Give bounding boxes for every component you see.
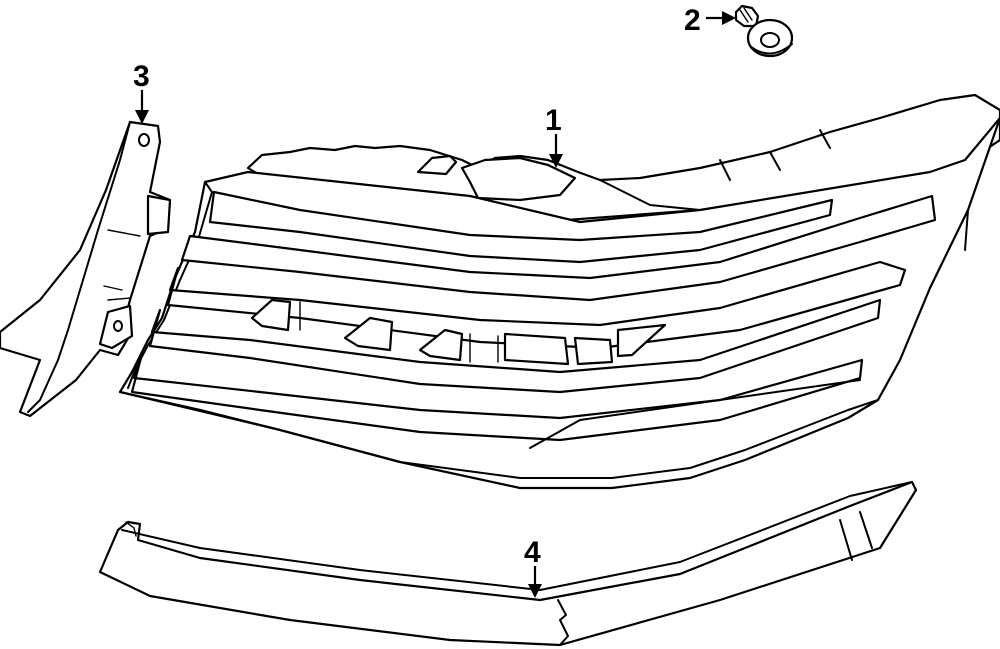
- light-strip-1: [208, 190, 834, 264]
- bracket-tab-upper: [146, 194, 172, 236]
- reflector-cavity-5: [573, 336, 614, 366]
- tail-lamp-assembly[interactable]: [118, 93, 1000, 490]
- callout-arrow-1: [549, 154, 563, 168]
- screw-thread: [739, 7, 753, 23]
- screw-head-underside: [749, 43, 793, 55]
- molding-body: [98, 480, 918, 647]
- callout-arrow-4: [528, 584, 542, 598]
- reflector-cavity-1: [250, 298, 292, 332]
- callout-label-4: 4: [524, 536, 541, 569]
- top-bracket-block: [460, 156, 577, 202]
- callout-2: 2: [684, 4, 736, 37]
- molding-end-clip: [125, 521, 137, 537]
- bracket[interactable]: [0, 120, 172, 418]
- light-strip-2: [180, 194, 937, 302]
- reflector-cavity-4: [503, 332, 570, 366]
- reflector-cavity-2: [343, 316, 394, 352]
- screw-head: [746, 18, 794, 58]
- cavity-divider-lines: [299, 301, 499, 363]
- lens-right-edge: [529, 209, 969, 449]
- light-strip-5: [130, 352, 864, 442]
- callout-label-2: 2: [684, 4, 701, 37]
- bracket-tab-lower: [98, 304, 134, 350]
- bracket-hole-bottom: [113, 320, 123, 332]
- molding-top-edge: [121, 481, 913, 591]
- molding-right-segment: [839, 511, 873, 561]
- light-strip-4: [148, 298, 882, 394]
- callout-arrow-2: [722, 11, 736, 25]
- screw-shank: [734, 4, 760, 28]
- bracket-body: [0, 120, 172, 418]
- molding-joint: [557, 599, 569, 646]
- reflector-cavity-3: [418, 328, 464, 362]
- housing-seam: [599, 179, 701, 211]
- callout-arrow-3: [135, 110, 149, 124]
- lens-bottom-edge: [119, 391, 879, 479]
- trim-molding[interactable]: [98, 480, 918, 647]
- callout-label-3: 3: [133, 60, 150, 93]
- bracket-hole-top: [138, 133, 150, 147]
- callout-1: 1: [545, 104, 563, 168]
- screw[interactable]: [734, 4, 794, 58]
- top-clip-tab: [416, 154, 458, 176]
- bracket-fold-line: [27, 121, 131, 413]
- screw-head-recess: [760, 32, 780, 48]
- callout-3: 3: [133, 60, 150, 124]
- callout-4: 4: [524, 536, 542, 598]
- callout-label-1: 1: [545, 104, 562, 137]
- housing-edge-line: [719, 129, 831, 181]
- bracket-edge-lines: [103, 229, 141, 301]
- reflector-cavity-6: [616, 323, 667, 358]
